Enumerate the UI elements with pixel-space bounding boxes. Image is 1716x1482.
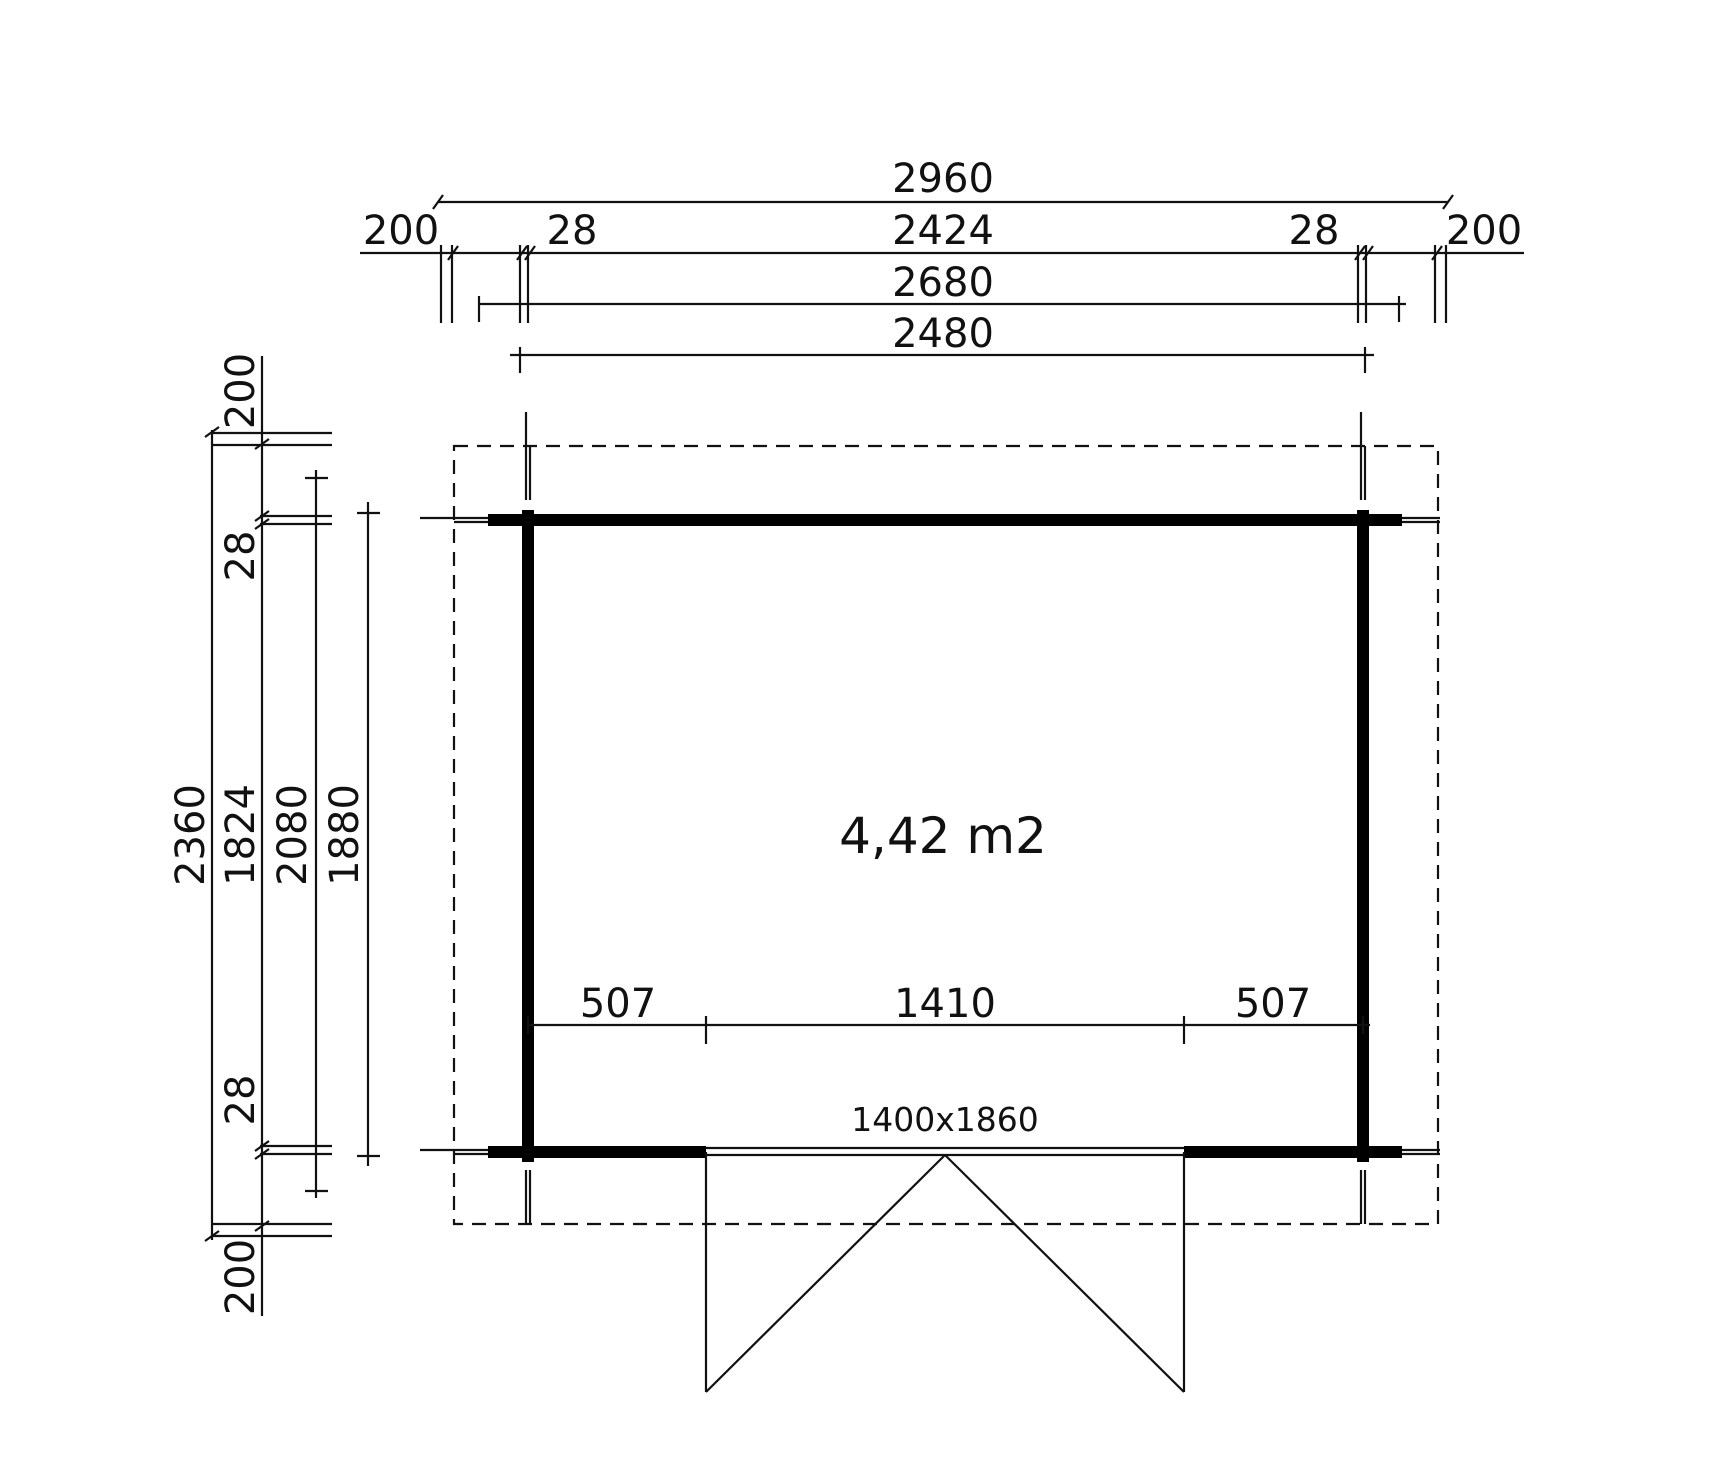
dim-tick — [1354, 245, 1366, 261]
dim-front-right: 507 — [1235, 981, 1311, 1027]
dim-tick — [524, 245, 536, 261]
door-swing-right — [944, 1154, 1185, 1393]
dim-wall-axis-depth: 1880 — [322, 784, 368, 886]
dim-wall-left: 28 — [547, 208, 598, 254]
dim-overhang-top: 200 — [218, 353, 264, 429]
dim-wall-right: 28 — [1289, 208, 1340, 254]
room-area-label: 4,42 m2 — [839, 807, 1047, 865]
dim-wall-axis-width: 2480 — [892, 311, 994, 357]
dim-tick — [254, 1148, 270, 1160]
double-door — [704, 1152, 1186, 1393]
top-dimensions: 2960 200 28 2424 28 200 2680 2480 — [360, 156, 1524, 373]
dim-tick — [254, 1140, 270, 1152]
dim-tick — [254, 510, 270, 522]
dim-tick — [1362, 245, 1374, 261]
walls — [420, 412, 1440, 1224]
dim-tick — [432, 194, 444, 210]
dim-front-left: 507 — [580, 981, 656, 1027]
dim-wall-top: 28 — [218, 531, 264, 582]
dim-overhang-right: 200 — [1446, 208, 1522, 254]
dim-inner-depth: 1824 — [218, 784, 264, 886]
left-dimensions: 2360 200 28 1824 28 200 2080 1880 — [168, 353, 380, 1316]
dim-door-opening: 1410 — [894, 981, 996, 1027]
dim-tick — [516, 245, 528, 261]
dim-tick — [204, 1230, 220, 1242]
dim-tick — [1442, 194, 1454, 210]
dim-tick — [254, 1220, 270, 1232]
dim-overall-depth: 2360 — [168, 784, 214, 886]
door-swing-left — [705, 1154, 946, 1393]
dim-wall-bottom: 28 — [218, 1075, 264, 1126]
dim-overhang-bottom: 200 — [218, 1239, 264, 1315]
dim-outer-corner-depth: 2080 — [270, 784, 316, 886]
dim-inner-width: 2424 — [892, 208, 994, 254]
dim-outer-corner-width: 2680 — [892, 260, 994, 306]
roof-outline — [452, 444, 1440, 1226]
dim-overhang-left: 200 — [363, 208, 439, 254]
dim-tick — [1431, 245, 1443, 261]
dim-tick — [254, 518, 270, 530]
dim-tick — [254, 438, 270, 450]
dim-overall-width: 2960 — [892, 156, 994, 202]
door-size-label: 1400x1860 — [851, 1100, 1039, 1139]
front-dimensions: 507 1410 507 1400x1860 — [526, 981, 1370, 1139]
dim-tick — [204, 426, 220, 438]
